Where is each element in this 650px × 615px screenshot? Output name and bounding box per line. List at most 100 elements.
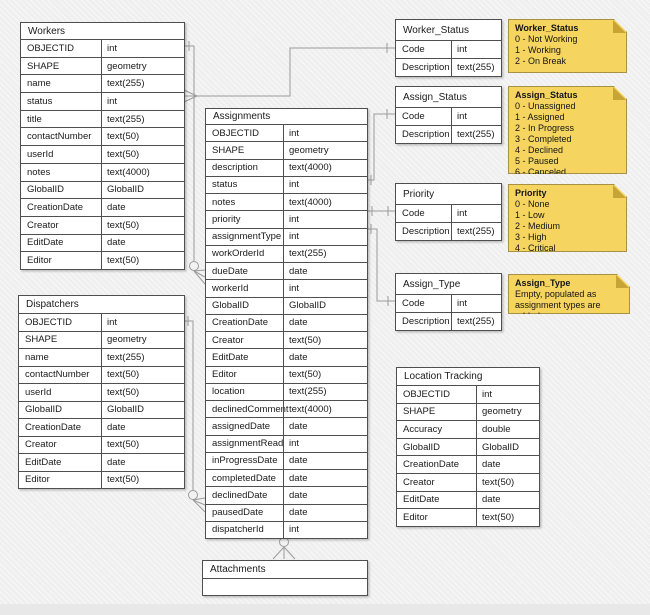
field-name: CreationDate — [25, 421, 81, 433]
note-line: 0 - None — [515, 199, 550, 209]
field-name: Creator — [403, 476, 435, 488]
field-name: dueDate — [212, 265, 248, 277]
field-type: int — [283, 521, 367, 538]
field-type: date — [283, 263, 367, 280]
field-type: date — [101, 419, 184, 436]
field-name: Editor — [212, 369, 237, 381]
field-name: OBJECTID — [212, 127, 259, 139]
field-name: Creator — [27, 219, 59, 231]
field-type: date — [101, 199, 184, 216]
field-name: OBJECTID — [25, 316, 72, 328]
connector-assign-type-to-assignments-assignmentType[interactable] — [366, 224, 395, 306]
connector-workers-to-assignments-workerId[interactable] — [183, 41, 206, 285]
field-name: contactNumber — [25, 369, 90, 381]
connector-assign-status-to-assignments-status[interactable] — [366, 109, 395, 185]
field-type: date — [283, 418, 367, 435]
connector-priority-to-assignments-priority[interactable] — [366, 206, 395, 216]
field-type: int — [101, 40, 184, 57]
field-name: workOrderId — [212, 248, 265, 260]
field-type: GlobalID — [283, 297, 367, 314]
field-type: date — [101, 454, 184, 471]
connector-dispatchers-to-assignments-dispatcherId[interactable] — [183, 316, 206, 513]
field-type: text(50) — [101, 128, 184, 146]
field-type: text(50) — [101, 366, 184, 383]
field-type: date — [476, 491, 539, 509]
field-name: workerId — [212, 282, 249, 294]
field-name: priority — [212, 213, 241, 225]
field-type: int — [451, 295, 501, 312]
field-name: EditDate — [212, 351, 249, 363]
field-name: userId — [25, 386, 52, 398]
table-title-assign-status: Assign_Status — [396, 87, 501, 108]
field-type: date — [283, 452, 367, 469]
field-name: GlobalID — [403, 441, 440, 453]
zero-or-many-circle — [189, 261, 199, 271]
field-type: text(50) — [476, 473, 539, 491]
field-type: text(255) — [283, 245, 367, 262]
field-name: completedDate — [212, 472, 276, 484]
field-type: text(4000) — [283, 401, 367, 418]
field-type: int — [451, 108, 501, 125]
table-title-worker-status: Worker_Status — [396, 20, 501, 41]
table-title-assign-type: Assign_Type — [396, 274, 501, 295]
table-attachments[interactable]: Attachments — [202, 560, 368, 596]
field-name: EditDate — [27, 237, 64, 249]
note-line: 4 - Critical — [515, 243, 556, 253]
note-line: 2 - On Break — [515, 56, 567, 66]
field-type: GlobalID — [101, 401, 184, 418]
connector-worker-status-to-workers-status[interactable] — [183, 43, 395, 103]
field-name: Description — [402, 226, 450, 237]
field-name: declinedComment — [212, 403, 289, 415]
field-name: pausedDate — [212, 507, 264, 519]
field-name: CreationDate — [212, 317, 268, 329]
field-type: text(50) — [101, 436, 184, 453]
field-type: text(255) — [451, 223, 501, 240]
field-type: double — [476, 421, 539, 438]
field-type: text(255) — [451, 59, 501, 76]
field-name: OBJECTID — [403, 388, 450, 400]
zero-or-many-circle — [188, 490, 198, 500]
field-name: notes — [212, 196, 236, 208]
field-name: SHAPE — [403, 406, 436, 418]
field-row: dueDate date — [206, 262, 367, 280]
field-name: GlobalID — [27, 184, 64, 196]
note-title: Assign_Status — [515, 90, 578, 100]
field-row: workOrderId text(255) — [206, 244, 367, 262]
